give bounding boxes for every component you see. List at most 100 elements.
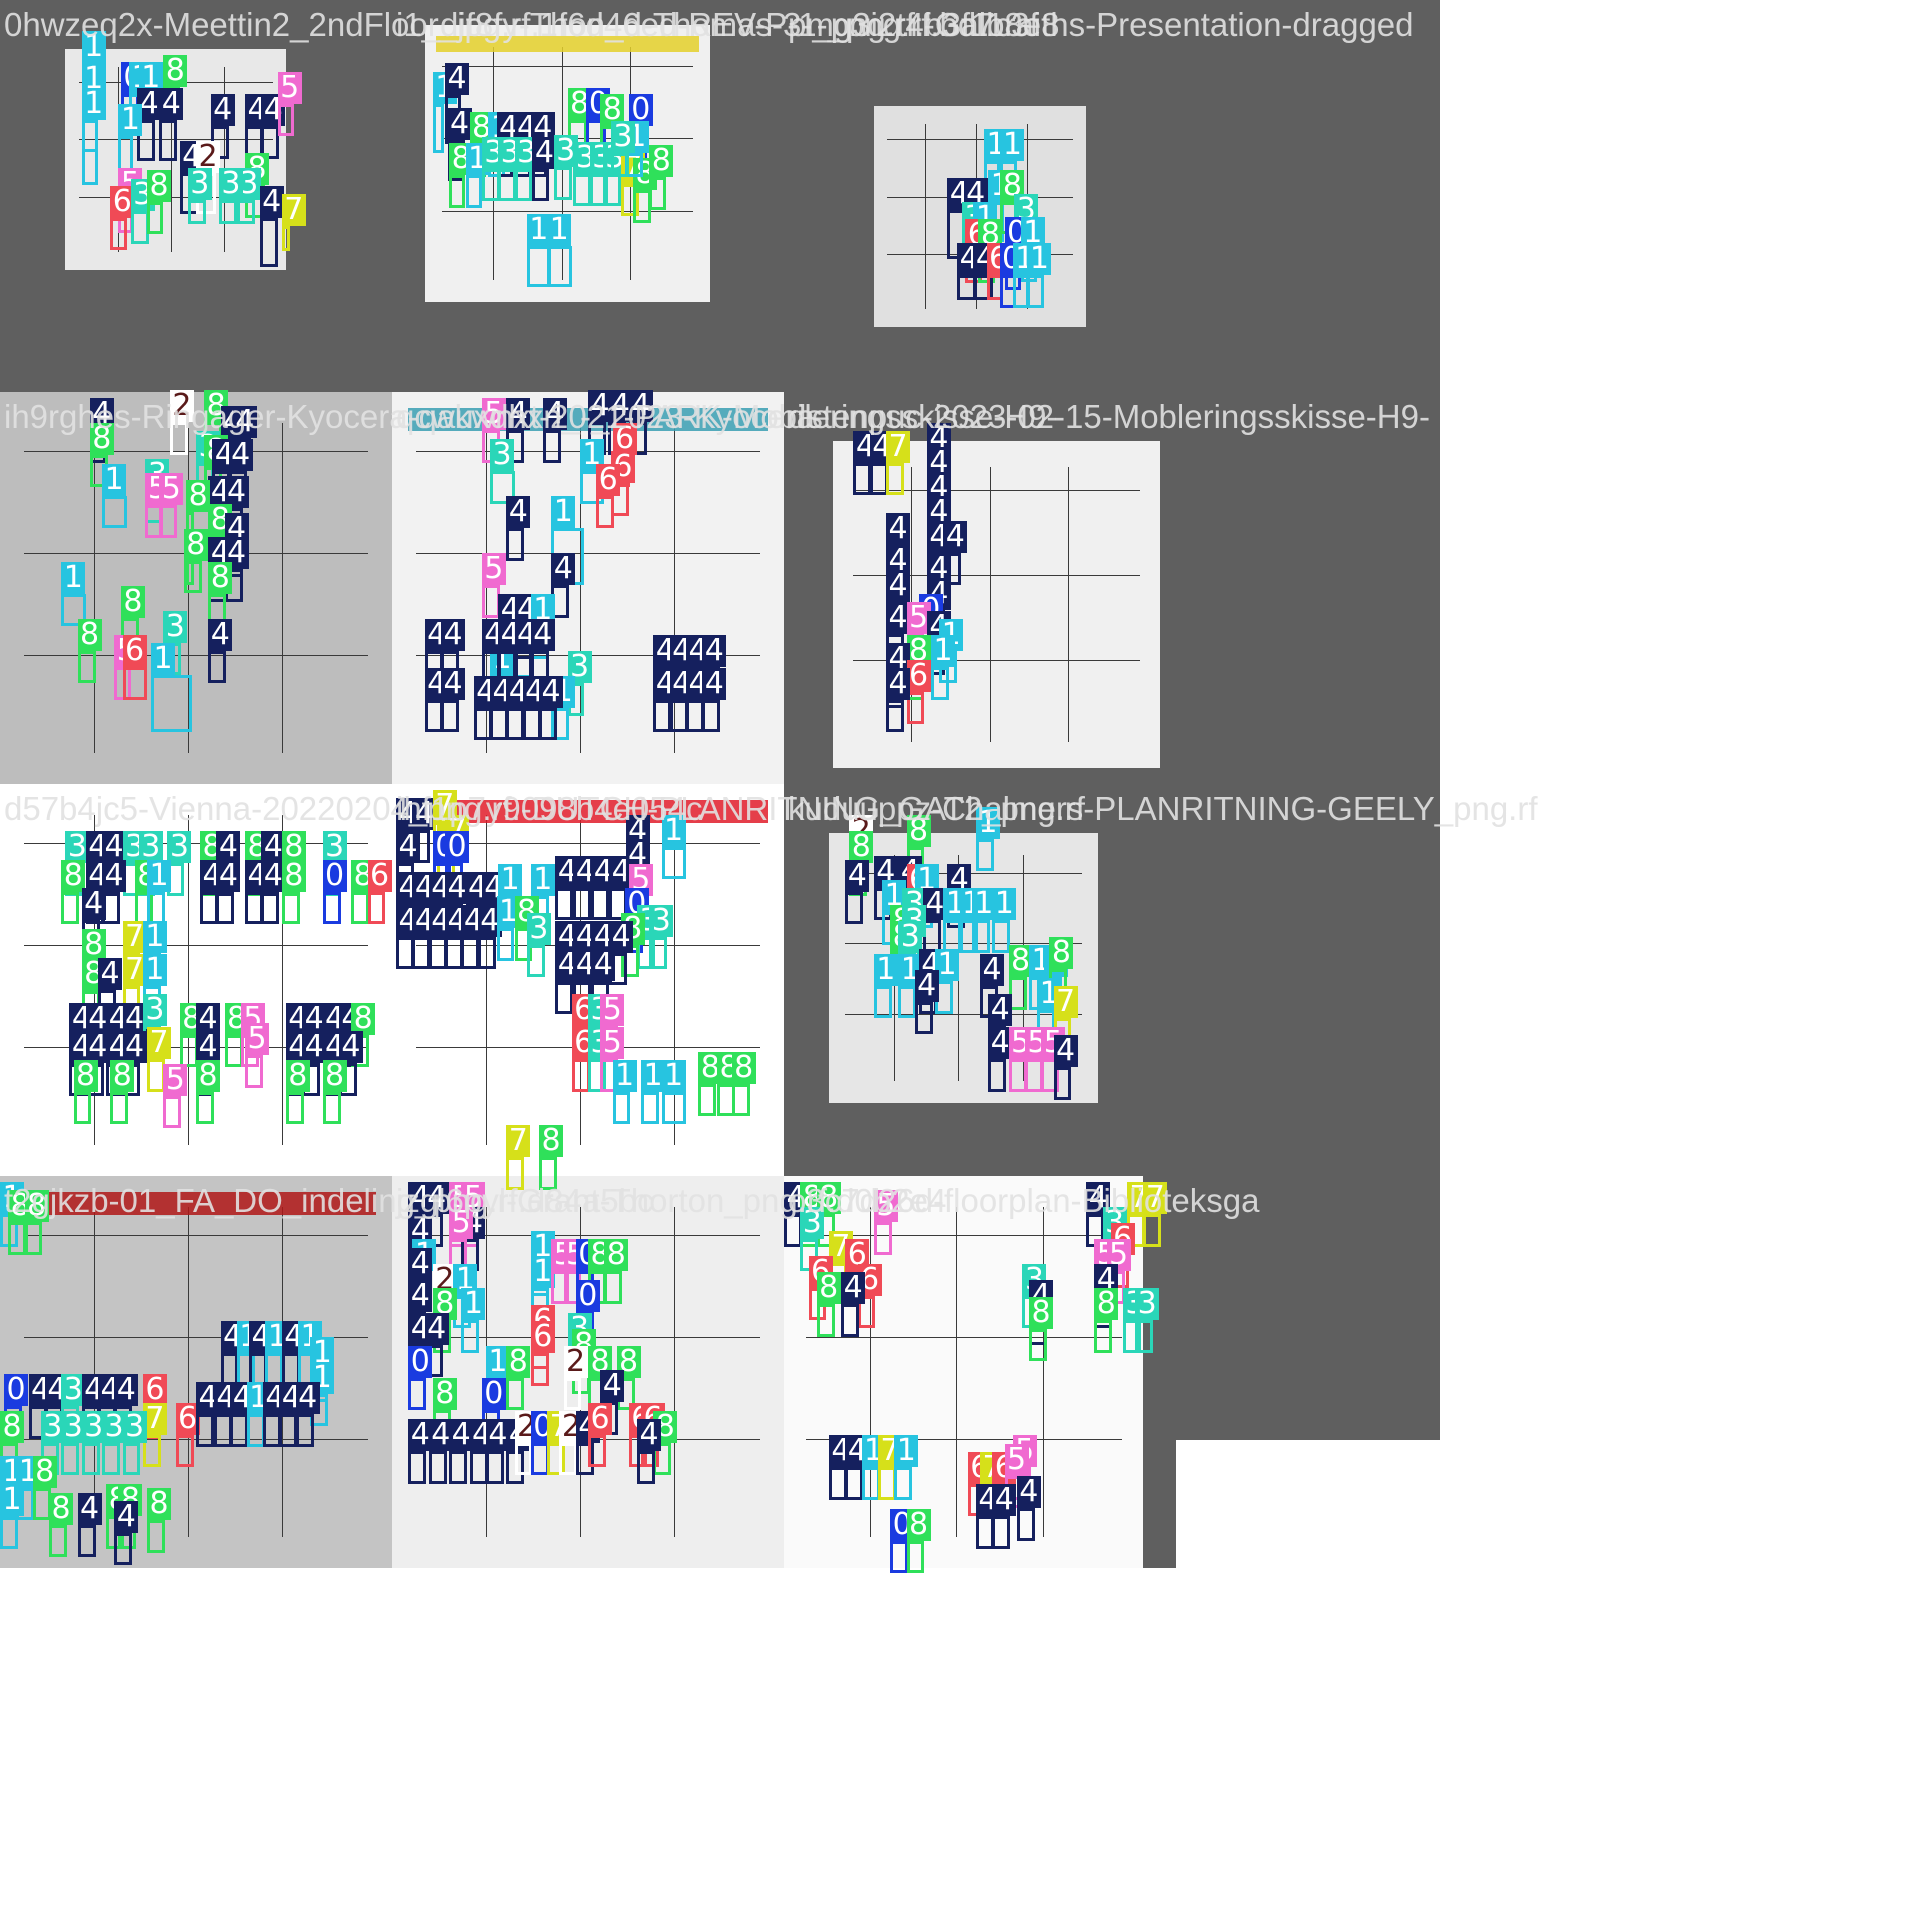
annotation-box-class-4: 4	[522, 675, 547, 741]
class-label: 4	[543, 398, 568, 431]
class-label: 8	[906, 814, 931, 847]
class-label: 1	[1000, 128, 1025, 161]
class-label: 8	[147, 169, 171, 202]
class-label: 8	[1029, 1296, 1053, 1329]
class-label: 7	[122, 953, 147, 986]
class-label: 8	[183, 528, 208, 561]
annotation-box-class-1: 1	[526, 214, 552, 288]
class-label: 6	[175, 1402, 200, 1435]
class-label: 8	[816, 1272, 841, 1304]
annotation-box-class-4: 4	[588, 390, 612, 455]
annotation-box-class-4: 4	[261, 859, 286, 925]
annotation-box-class-7: 7	[877, 1435, 902, 1500]
wall-line	[441, 210, 694, 212]
class-label: 1	[931, 635, 955, 667]
wall-line	[282, 423, 284, 753]
class-label: 8	[539, 1125, 563, 1157]
annotation-box-class-4: 4	[506, 496, 531, 561]
class-label: 4	[261, 831, 286, 863]
annotation-box-class-3: 3	[218, 167, 243, 225]
annotation-box-class-8: 8	[73, 1059, 98, 1125]
annotation-box-class-3: 3	[498, 136, 523, 202]
wall-line	[23, 450, 369, 452]
annotation-box-class-3: 3	[649, 904, 674, 970]
class-label: 4	[196, 1002, 220, 1035]
class-label: 8	[77, 618, 102, 651]
mosaic-tile: t2gjkzb-01_FA_DO_indeling_png.rf.d84a5bc…	[0, 1176, 653, 1568]
class-label: 5	[449, 1206, 474, 1239]
class-label: 4	[232, 406, 257, 439]
annotation-box-class-8: 8	[61, 859, 86, 925]
wall-line	[23, 654, 369, 656]
annotation-box-class-6: 6	[588, 1402, 612, 1468]
annotation-box-class-4: 4	[980, 953, 1004, 1019]
annotation-box-class-6: 6	[367, 859, 392, 925]
annotation-box-class-8: 8	[506, 1345, 531, 1411]
class-label: 4	[122, 1002, 147, 1035]
class-label: 1	[894, 1435, 919, 1468]
class-label: 4	[122, 1031, 147, 1064]
wall-line	[845, 1013, 1083, 1015]
wall-line	[188, 815, 190, 1145]
wall-line	[1042, 1207, 1044, 1537]
wall-line	[441, 66, 694, 68]
class-label: 7	[506, 1125, 531, 1157]
annotation-box-class-3: 3	[81, 1410, 106, 1476]
annotation-box-class-4: 4	[295, 1382, 320, 1447]
annotation-box-class-1: 1	[661, 1059, 686, 1125]
annotation-box-class-8: 8	[8, 1190, 33, 1255]
class-label: 4	[980, 953, 1004, 986]
annotation-box-class-8: 8	[1094, 1288, 1119, 1353]
class-label: 4	[441, 618, 465, 651]
class-label: 8	[163, 55, 188, 88]
annotation-box-class-8: 8	[77, 618, 102, 684]
annotation-box-class-6: 6	[530, 1321, 555, 1386]
plan-accent-band	[436, 35, 700, 53]
class-label: 3	[61, 1410, 86, 1443]
annotation-box-class-1: 1	[971, 888, 996, 953]
annotation-box-class-4: 4	[1086, 1182, 1111, 1247]
class-label: 8	[506, 1345, 531, 1378]
annotation-box-class-1: 1	[661, 814, 686, 880]
annotation-box-class-4: 4	[412, 798, 437, 863]
annotation-box-class-8: 8	[906, 1508, 931, 1574]
annotation-box-class-4: 4	[702, 667, 727, 733]
annotation-box-class-7: 7	[122, 953, 147, 1019]
class-label: 7	[147, 1027, 171, 1059]
annotation-box-class-4: 4	[449, 1419, 474, 1484]
class-label: 8	[110, 1059, 135, 1092]
class-label: 3	[167, 831, 192, 863]
annotation-box-class-8: 8	[698, 1051, 723, 1117]
class-label: 3	[142, 994, 167, 1027]
class-label: 4	[259, 185, 284, 218]
wall-line	[886, 139, 1074, 141]
annotation-box-class-1: 1	[530, 1255, 555, 1321]
class-label: 4	[845, 859, 870, 892]
annotation-box-class-4: 4	[532, 136, 557, 202]
mosaic-tile: ih9rghes-Ringager-Kyocera-qauxdhxn_-_202…	[0, 390, 815, 784]
class-label: 2	[169, 390, 194, 422]
annotation-box-class-4: 4	[445, 904, 470, 970]
annotation-box-class-6: 6	[122, 635, 147, 700]
annotation-box-class-1: 1	[61, 561, 86, 627]
annotation-box-class-4: 4	[555, 949, 580, 1015]
annotation-box-class-3: 3	[526, 912, 551, 978]
annotation-box-class-8: 8	[208, 561, 233, 627]
annotation-box-class-1: 1	[898, 953, 923, 1019]
class-label: 4	[302, 1002, 327, 1035]
class-label: 0	[408, 1345, 433, 1378]
annotation-box-class-1: 1	[496, 896, 521, 961]
annotation-box-class-2: 2	[514, 1410, 539, 1476]
annotation-box-class-4: 4	[828, 1435, 853, 1500]
wall-line	[78, 196, 273, 198]
annotation-box-class-4: 4	[1053, 1035, 1078, 1100]
class-label: 5	[163, 1063, 188, 1096]
class-label: 5	[481, 553, 506, 586]
annotation-box-class-4: 4	[637, 1419, 661, 1484]
class-label: 4	[408, 1247, 433, 1280]
class-label: 4	[530, 618, 555, 651]
class-label: 8	[196, 1059, 220, 1092]
class-label: 6	[142, 1374, 167, 1407]
tile-filename: pmg3i2t4-Galbraiths-Presentation-dragged	[788, 6, 1414, 43]
class-label: 8	[1000, 169, 1025, 202]
